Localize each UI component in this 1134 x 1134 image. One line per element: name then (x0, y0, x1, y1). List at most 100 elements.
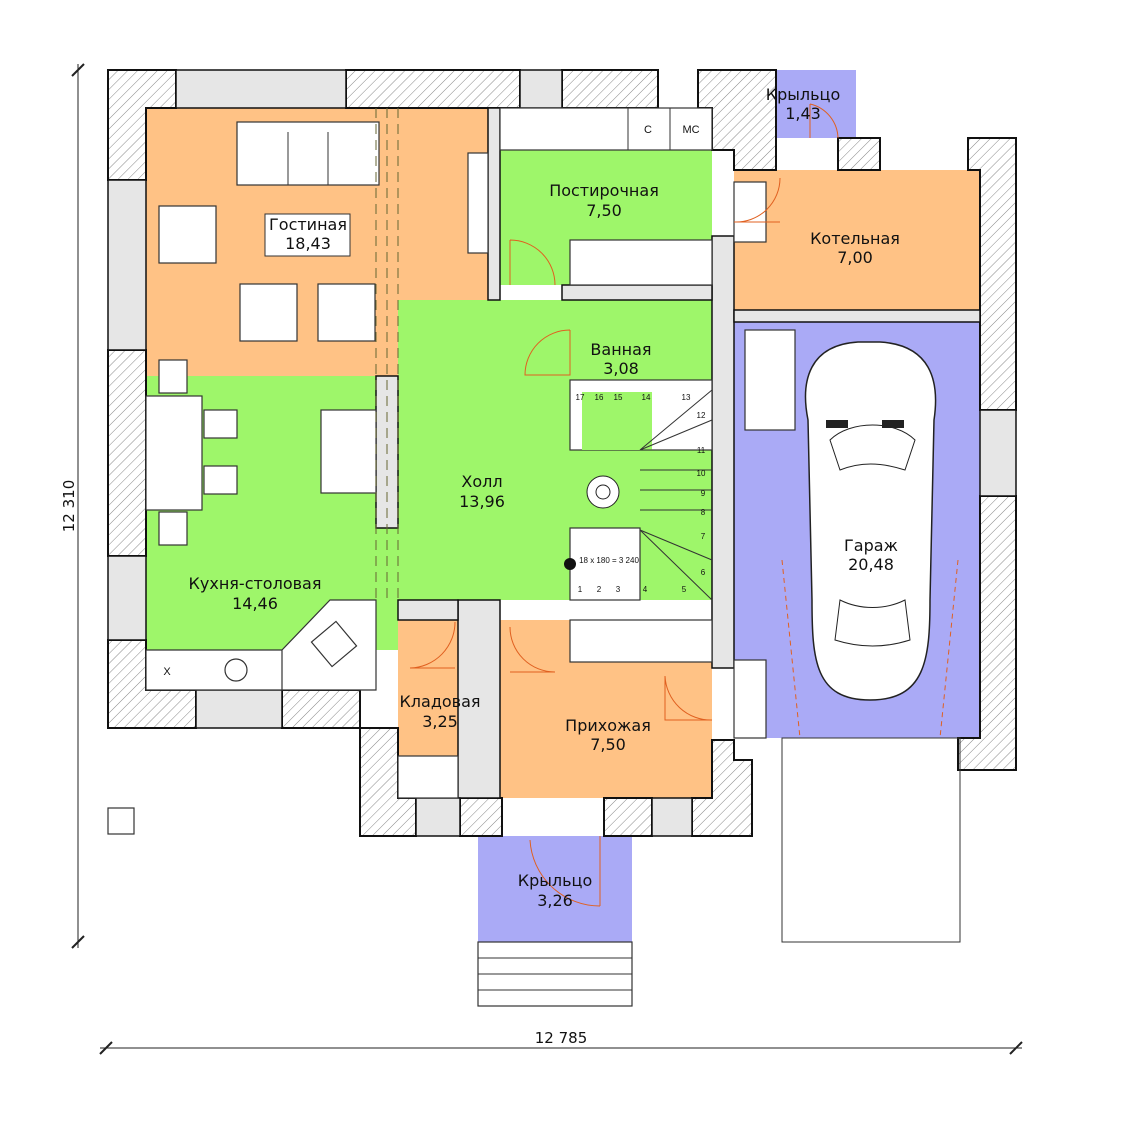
pantry-name: Кладовая (399, 692, 480, 711)
wall-inner-pantry (457, 599, 501, 799)
kitchen-area: 14,46 (232, 594, 278, 613)
car-icon (804, 341, 937, 701)
stair-step-7: 7 (701, 532, 706, 541)
stair-step-14: 14 (642, 393, 651, 402)
plant-icon (586, 475, 620, 509)
porch-bottom-fill (478, 836, 632, 942)
hall-area: 13,96 (459, 492, 505, 511)
stair-step-1: 1 (578, 585, 583, 594)
sink-label: МС (682, 124, 699, 136)
stair-step-5: 5 (682, 585, 687, 594)
window-top-left (175, 69, 347, 109)
porch-top-name: Крыльцо (766, 85, 840, 104)
stair-step-16: 16 (595, 393, 604, 402)
wall-inner-entry (397, 599, 459, 621)
stairs-start-marker (564, 558, 576, 570)
dashed-beam (375, 108, 399, 600)
stair-step-3: 3 (616, 585, 621, 594)
entry-wardrobe (569, 619, 713, 663)
armchair (239, 283, 298, 342)
stair-numbers: 1 2 3 4 5 6 7 8 9 10 11 12 13 14 15 16 1… (576, 393, 706, 594)
washer-label: С (644, 124, 652, 136)
window-bottom-pantry (415, 797, 461, 837)
pantry-area: 3,25 (422, 712, 458, 731)
boiler-fill (734, 170, 980, 310)
doors (409, 103, 959, 907)
garage-area: 20,48 (848, 555, 894, 574)
dimension-horizontal: 12 785 (99, 1029, 1023, 1055)
porch-top-area: 1,43 (785, 104, 821, 123)
chair (158, 359, 188, 394)
window-left-bottom (107, 555, 147, 641)
laundry-name: Постирочная (549, 181, 659, 200)
kitchen-x-label: Х (163, 666, 171, 678)
wall-bottom-corner (691, 739, 753, 837)
plant-marker (107, 807, 135, 835)
stair-step-12: 12 (697, 411, 706, 420)
entry-area: 7,50 (590, 735, 626, 754)
stairs (564, 379, 713, 601)
armchair (158, 205, 217, 264)
wall-inner-bath (561, 284, 713, 301)
wall-top-mid (345, 69, 521, 109)
stair-step-13: 13 (682, 393, 691, 402)
entry-name: Прихожая (565, 716, 651, 735)
sink (224, 658, 248, 682)
height-dimension: 12 310 (60, 480, 78, 533)
entry-steps (477, 941, 633, 1007)
window-left-top (107, 179, 147, 351)
bath-area: 3,08 (603, 359, 639, 378)
sofa (236, 121, 380, 186)
stair-step-11: 11 (697, 446, 706, 455)
porch-bottom-area: 3,26 (537, 891, 573, 910)
laundry-shelf (569, 239, 713, 286)
stair-step-6: 6 (701, 568, 706, 577)
laundry-area: 7,50 (586, 201, 622, 220)
kitchen-counter (145, 599, 377, 691)
boiler-name: Котельная (810, 229, 900, 248)
hall-name: Холл (461, 472, 502, 491)
pantry-fill (398, 620, 458, 756)
tv-stand (467, 152, 489, 254)
stair-formula: 18 х 180 = 3 240 (579, 556, 639, 565)
boiler-area: 7,00 (837, 248, 873, 267)
width-dimension: 12 785 (535, 1029, 588, 1047)
garage-door-jamb (733, 659, 767, 739)
window-bottom-entry (651, 797, 693, 837)
stair-step-15: 15 (614, 393, 623, 402)
wall-left-mid (107, 349, 147, 557)
driveway (781, 737, 961, 943)
living-label-box (264, 213, 351, 257)
furniture (107, 103, 961, 1007)
pantry-shelf (397, 755, 459, 799)
fireplace (320, 409, 377, 494)
bath-name: Ванная (590, 340, 651, 359)
wall-right-top (837, 137, 881, 171)
window-bottom (195, 689, 283, 729)
living-room-name: Гостиная (269, 215, 347, 234)
garage-name: Гараж (844, 536, 898, 555)
wall-inner-laundry (487, 107, 501, 301)
wall-bottom-left (281, 689, 417, 837)
stair-step-2: 2 (597, 585, 602, 594)
armchair (317, 283, 376, 342)
wall-bottom-right (603, 797, 653, 837)
garage-shelf (744, 329, 796, 431)
wall-inner-garage-top (733, 309, 981, 323)
wall-top-right (561, 69, 659, 109)
kitchen-name: Кухня-столовая (189, 574, 322, 593)
window-top-mid (519, 69, 563, 109)
chair (203, 465, 238, 495)
dimension-vertical: 12 310 (60, 63, 85, 949)
walls (107, 69, 1017, 837)
window-right (979, 409, 1017, 497)
stair-step-17: 17 (576, 393, 585, 402)
stair-step-10: 10 (697, 469, 706, 478)
porch-bottom-name: Крыльцо (518, 871, 592, 890)
laundry-counter (499, 107, 713, 151)
stair-step-8: 8 (701, 508, 706, 517)
living-room-area: 18,43 (285, 234, 331, 253)
chair (158, 511, 188, 546)
stove (310, 620, 358, 668)
